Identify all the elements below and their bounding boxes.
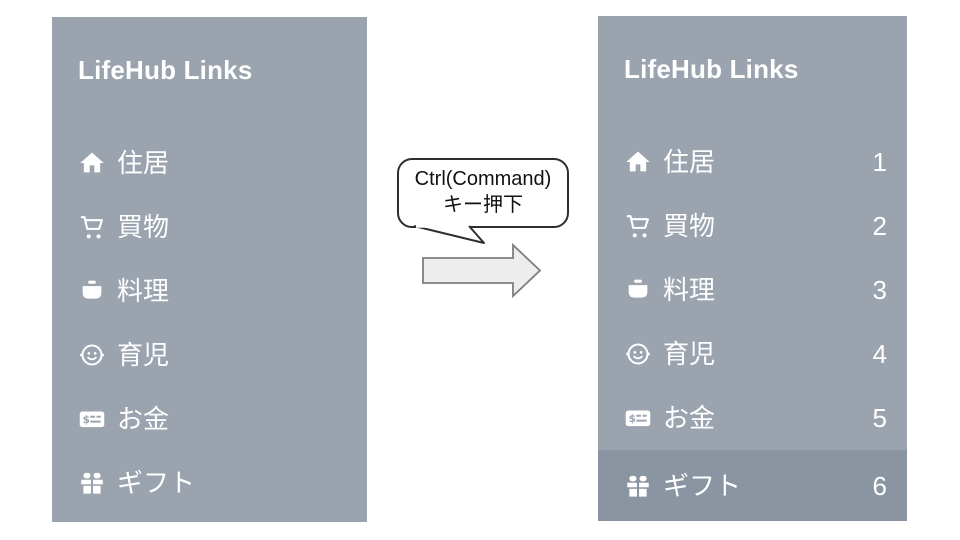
sidebar-title: LifeHub Links [624, 54, 799, 84]
gift-icon [624, 472, 652, 500]
menu-item-label: お金 [117, 404, 170, 434]
svg-text:$: $ [629, 413, 636, 425]
menu-item-label: 住居 [663, 147, 716, 177]
baby-icon [624, 340, 652, 368]
gift-icon [78, 469, 106, 497]
sidebar-menu-item[interactable]: $ お金 [52, 387, 367, 451]
home-icon [624, 148, 652, 176]
menu-item-label: 育児 [663, 339, 716, 369]
sidebar-menu: 住居 買物 料理 育児 $ お金 [52, 131, 367, 515]
menu-item-label: 買物 [117, 212, 170, 242]
menu-item-label: 料理 [663, 275, 716, 305]
callout-line2: キー押下 [443, 194, 523, 216]
sidebar-menu-item[interactable]: 育児 [52, 323, 367, 387]
menu-item-label: 育児 [117, 340, 170, 370]
sidebar-menu-item[interactable]: 育児 4 [598, 322, 907, 386]
callout-text: Ctrl(Command) キー押下 [398, 166, 568, 218]
sidebar-menu-item[interactable]: $ お金 5 [598, 386, 907, 450]
menu-item-label: ギフト [663, 470, 742, 501]
sidebar-title: LifeHub Links [78, 55, 253, 85]
sidebar-after: LifeHub Links 住居 1 買物 2 料理 3 育児 [598, 16, 907, 521]
baby-icon [78, 341, 106, 369]
sidebar-menu-item[interactable]: 買物 2 [598, 194, 907, 258]
pot-icon [78, 277, 106, 305]
money-icon: $ [78, 405, 106, 433]
menu-item-shortcut: 2 [872, 211, 887, 241]
callout-and-arrow-art [397, 158, 569, 299]
svg-text:$: $ [83, 414, 90, 426]
sidebar-menu-item[interactable]: 料理 3 [598, 258, 907, 322]
sidebar-menu: 住居 1 買物 2 料理 3 育児 4 $ お金 5 [598, 130, 907, 521]
menu-item-label: 料理 [117, 276, 170, 306]
pot-icon [624, 276, 652, 304]
menu-item-shortcut: 6 [872, 470, 887, 501]
sidebar-menu-item[interactable]: ギフト 6 [598, 450, 907, 521]
cart-icon [78, 213, 106, 241]
menu-item-label: 買物 [663, 211, 716, 241]
menu-item-label: お金 [663, 403, 716, 433]
sidebar-menu-item[interactable]: ギフト [52, 451, 367, 515]
money-icon: $ [624, 404, 652, 432]
sidebar-before: LifeHub Links 住居 買物 料理 育児 [52, 17, 367, 522]
menu-item-shortcut: 1 [872, 147, 887, 177]
sidebar-menu-item[interactable]: 料理 [52, 259, 367, 323]
menu-item-label: 住居 [117, 148, 170, 178]
menu-item-shortcut: 3 [872, 275, 887, 305]
menu-item-shortcut: 5 [872, 403, 887, 433]
menu-item-shortcut: 4 [872, 339, 887, 369]
sidebar-menu-item[interactable]: 住居 1 [598, 130, 907, 194]
sidebar-menu-item[interactable]: 買物 [52, 195, 367, 259]
menu-item-label: ギフト [117, 468, 196, 498]
home-icon [78, 149, 106, 177]
speech-bubble [397, 158, 569, 244]
sidebar-menu-item[interactable]: 住居 [52, 131, 367, 195]
cart-icon [624, 212, 652, 240]
callout-line1: Ctrl(Command) [414, 168, 552, 190]
right-block-arrow-icon [422, 242, 542, 299]
